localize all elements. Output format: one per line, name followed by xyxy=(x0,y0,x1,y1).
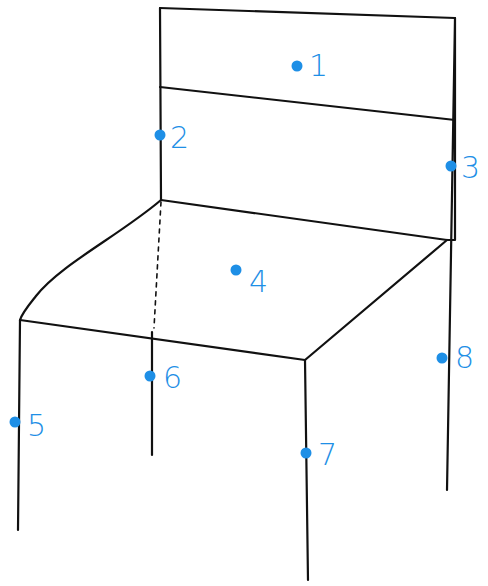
callout-number: 4 xyxy=(249,267,268,297)
callout-number: 1 xyxy=(309,51,328,81)
callout-dot xyxy=(155,130,166,141)
seat-right-edge xyxy=(305,240,447,360)
seat-front-edge xyxy=(20,320,305,360)
backrest-left-edge xyxy=(160,8,161,200)
callout-number: 7 xyxy=(318,440,337,470)
callout-dots xyxy=(10,61,457,459)
back-left-leg xyxy=(151,332,153,455)
callout-number: 8 xyxy=(455,343,474,373)
seat-back-edge xyxy=(161,200,447,240)
callout-number: 6 xyxy=(163,363,182,393)
front-right-leg xyxy=(305,360,308,580)
callout-dot xyxy=(437,353,448,364)
callout-dot xyxy=(446,161,457,172)
callout-dot xyxy=(231,265,242,276)
callout-dot xyxy=(292,61,303,72)
callout-number: 2 xyxy=(170,123,189,153)
backrest-right-edge xyxy=(447,18,455,490)
callout-dot xyxy=(10,417,21,428)
backrest-top xyxy=(160,8,455,18)
backrest-rail xyxy=(160,87,455,120)
callout-dot xyxy=(301,448,312,459)
callout-dot xyxy=(145,371,156,382)
callout-number: 5 xyxy=(27,411,46,441)
callout-number: 3 xyxy=(461,153,480,183)
seat-left-edge xyxy=(20,200,161,320)
chair-outline xyxy=(18,8,455,580)
hidden-leg-line xyxy=(154,202,161,328)
